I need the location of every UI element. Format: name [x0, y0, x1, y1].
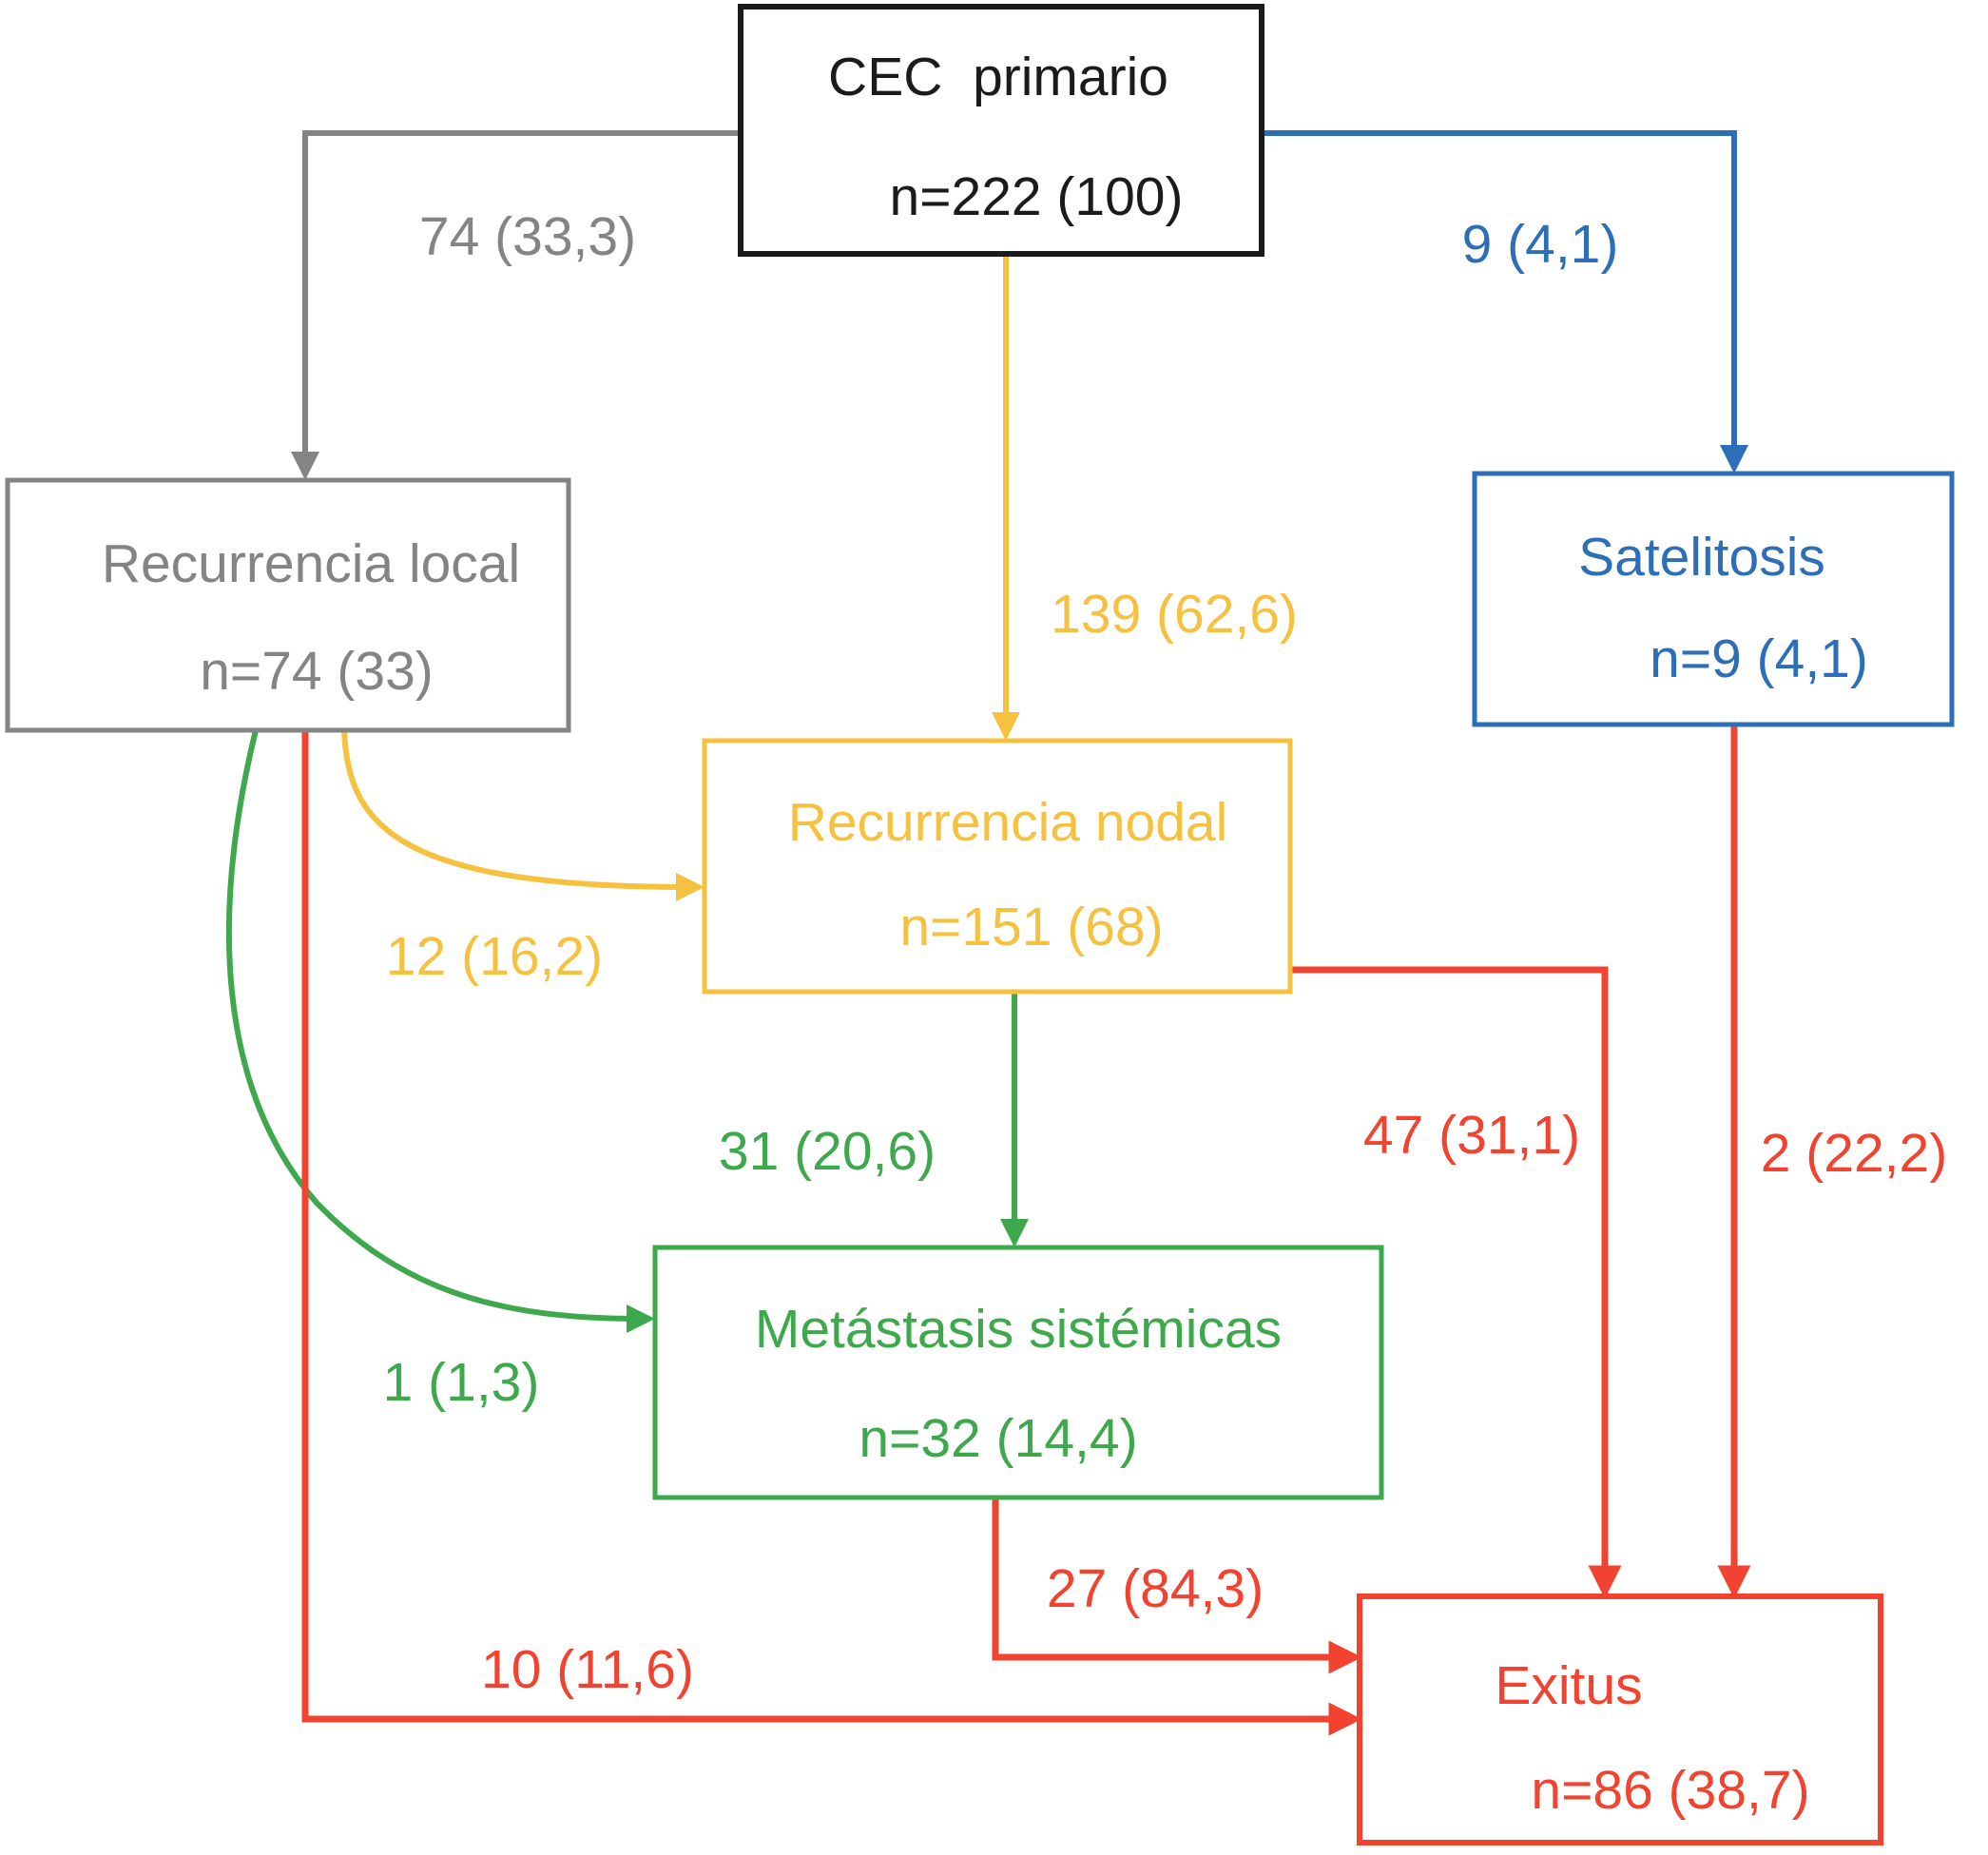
node-metastasis-count: n=32 (14,4) — [859, 1408, 1137, 1469]
edge-local-to-nodal — [341, 729, 704, 901]
edge-label-cec-to-local: 74 (33,3) — [419, 206, 636, 267]
edge-labels-layer: 74 (33,3) 9 (4,1) 139 (62,6) 12 (16,2) 3… — [383, 206, 1948, 1700]
edge-label-nodal-to-metastasis: 31 (20,6) — [719, 1121, 936, 1182]
edge-label-local-to-nodal: 12 (16,2) — [386, 926, 603, 987]
node-exitus-title: Exitus — [1495, 1655, 1642, 1716]
node-nodal-title: Recurrencia nodal — [788, 792, 1228, 853]
node-satelitosis-box — [1472, 471, 1955, 727]
edge-metastasis-to-exitus — [992, 1498, 1362, 1674]
node-exitus-box — [1357, 1594, 1883, 1845]
edge-label-local-to-metastasis: 1 (1,3) — [383, 1352, 540, 1413]
edge-label-local-to-exitus: 10 (11,6) — [481, 1639, 694, 1700]
node-exitus-count: n=86 (38,7) — [1531, 1760, 1809, 1821]
edge-cec-to-local — [291, 130, 741, 480]
edge-label-satelitosis-to-exitus: 2 (22,2) — [1761, 1123, 1947, 1184]
edge-label-cec-to-nodal: 139 (62,6) — [1051, 584, 1298, 645]
edge-local-to-exitus — [301, 730, 1362, 1736]
node-cec-title: CEC primario — [828, 47, 1168, 107]
edge-nodal-to-exitus — [1290, 966, 1622, 1599]
node-local-title: Recurrencia local — [102, 533, 520, 594]
edge-label-metastasis-to-exitus: 27 (84,3) — [1047, 1558, 1264, 1619]
node-cec-count: n=222 (100) — [890, 166, 1184, 227]
node-satelitosis-count: n=9 (4,1) — [1650, 628, 1868, 689]
edge-label-nodal-to-exitus: 47 (31,1) — [1363, 1105, 1580, 1166]
node-satelitosis-title: Satelitosis — [1578, 527, 1825, 588]
nodes-layer: CEC primario n=222 (100) Recurrencia loc… — [5, 4, 1955, 1845]
node-nodal-box — [702, 738, 1293, 995]
node-local-box — [5, 477, 571, 733]
edges-layer — [225, 130, 1751, 1736]
node-metastasis-title: Metástasis sistémicas — [755, 1299, 1282, 1360]
edge-local-to-metastasis — [225, 729, 655, 1333]
edge-label-cec-to-satelitosis: 9 (4,1) — [1462, 214, 1619, 275]
node-cec-box — [738, 4, 1264, 257]
node-metastasis-box — [652, 1245, 1384, 1500]
node-local-count: n=74 (33) — [200, 641, 434, 702]
edge-cec-to-satelitosis — [1262, 130, 1748, 473]
node-nodal-count: n=151 (68) — [899, 897, 1163, 957]
